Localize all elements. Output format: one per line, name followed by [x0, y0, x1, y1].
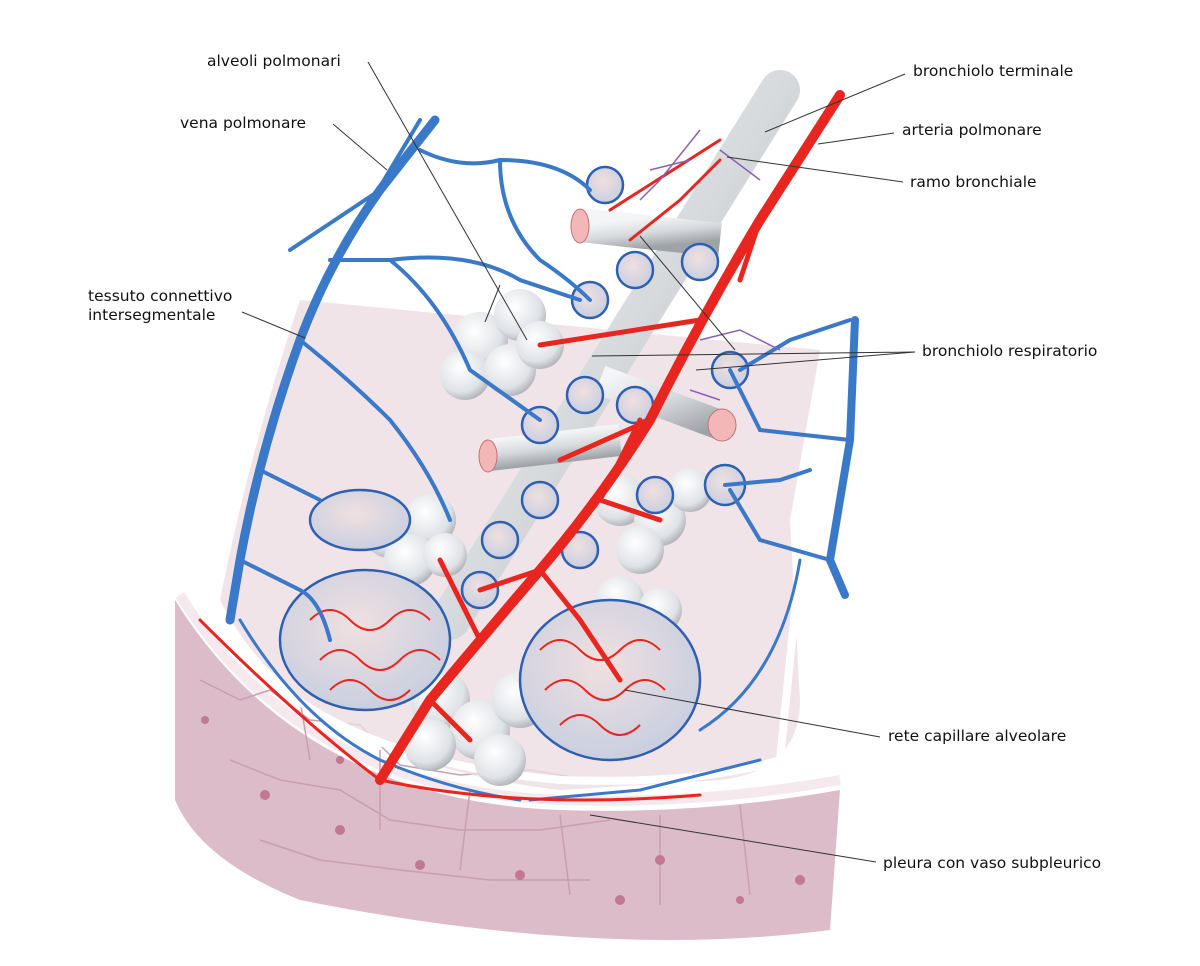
leader-lines: [241, 61, 916, 863]
leader-alveoli-polmonari: [367, 61, 528, 341]
leader-ramo-bronchiale: [726, 156, 904, 183]
leader-rete-capillare: [624, 689, 881, 738]
leader-bronchiolo-respiratorio: [591, 351, 916, 357]
label-tessuto-line1: tessuto connettivo: [88, 287, 233, 305]
label-tessuto-line2: intersegmentale: [88, 306, 216, 324]
label-bronchiolo-respiratorio: bronchiolo respiratorio: [922, 342, 1098, 360]
label-ramo-bronchiale: ramo bronchiale: [910, 173, 1037, 191]
leader-pleura: [589, 814, 877, 863]
pleura-tissue: [175, 600, 840, 940]
bronchial-branches: [639, 129, 781, 401]
pulmonary-veins: [225, 115, 859, 802]
label-rete-capillare: rete capillare alveolare: [888, 727, 1067, 745]
leader-bronchiolo-terminale: [764, 73, 906, 133]
leader-tessuto: [241, 311, 306, 339]
leader-vena-polmonare: [332, 123, 388, 171]
label-vena-polmonare: vena polmonare: [180, 114, 307, 132]
label-pleura: pleura con vaso subpleurico: [883, 854, 1102, 872]
capillary-red-mesh: [309, 609, 666, 736]
leader-arteria-polmonare: [817, 132, 895, 145]
label-arteria-polmonare: arteria polmonare: [902, 121, 1042, 139]
label-bronchiolo-terminale: bronchiolo terminale: [913, 62, 1074, 80]
pleura-nuclei: [201, 716, 805, 905]
label-alveoli-polmonari: alveoli polmonari: [207, 52, 341, 70]
pulmonary-arteries: [198, 90, 845, 802]
